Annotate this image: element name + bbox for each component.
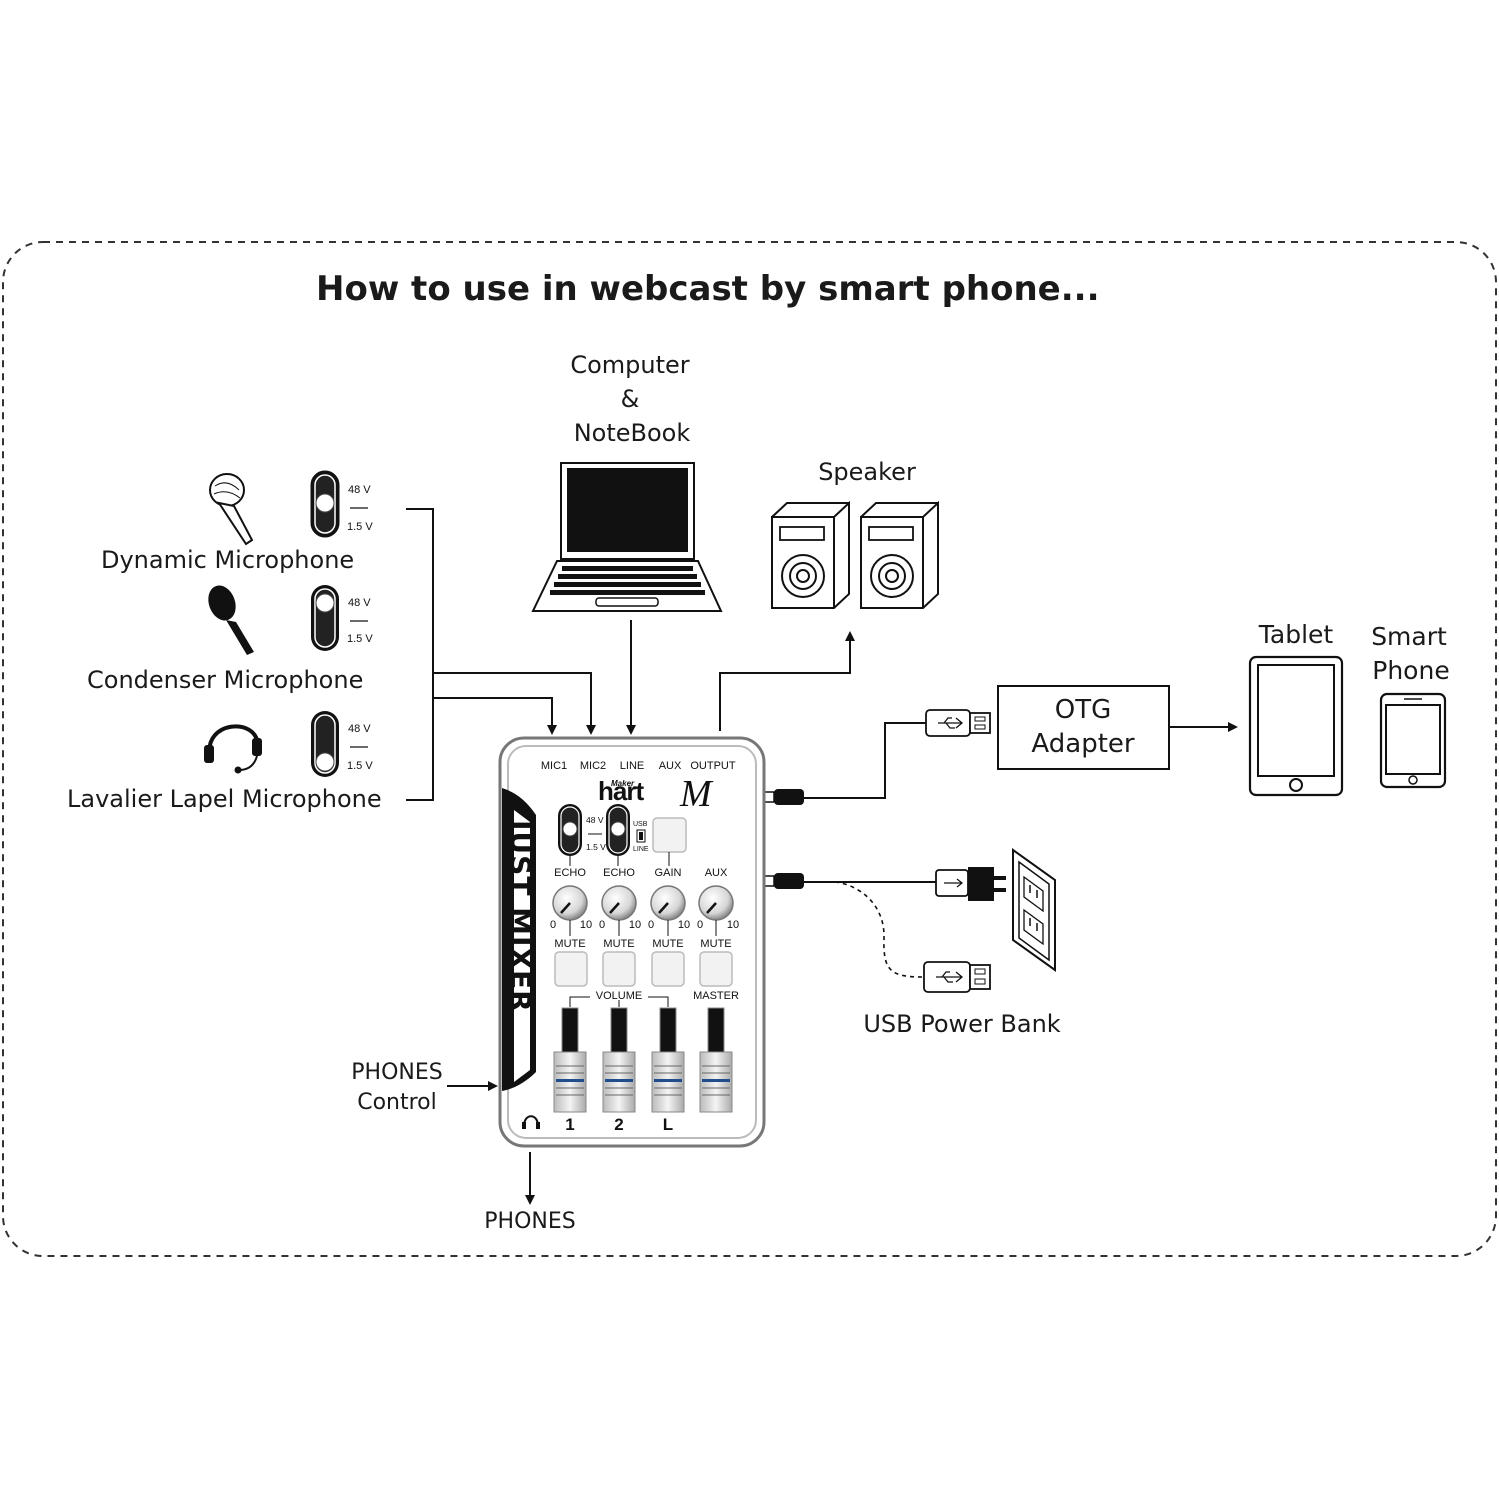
gain-knob[interactable] bbox=[650, 885, 686, 921]
volume-fader-2[interactable] bbox=[602, 1007, 636, 1113]
scale-min: 0 bbox=[648, 919, 654, 931]
dynamic-mic-label: Dynamic Microphone bbox=[101, 546, 354, 574]
mute-label-l: MUTE bbox=[652, 938, 683, 950]
channel-label-2: 2 bbox=[614, 1115, 623, 1134]
jack-label-mic2: MIC2 bbox=[580, 760, 606, 772]
switch-1-5v-label: 1.5 V bbox=[347, 633, 373, 645]
knob-label-echo-2: ECHO bbox=[603, 867, 635, 879]
tablet-label: Tablet bbox=[1258, 620, 1334, 649]
power-bank-usb-icon bbox=[923, 961, 991, 993]
scale-max: 10 bbox=[727, 919, 739, 931]
knob-scales: 0 10 0 10 0 10 0 10 bbox=[550, 919, 739, 936]
dynamic-mic-icon bbox=[209, 473, 254, 546]
mute-button-l[interactable] bbox=[651, 951, 685, 987]
knob-label-aux: AUX bbox=[705, 867, 728, 879]
smartphone-icon bbox=[1379, 692, 1447, 789]
echo-1-knob[interactable] bbox=[552, 885, 588, 921]
switch-48v-label: 48 V bbox=[348, 484, 371, 496]
mixer-side-label: JUST MIXER bbox=[504, 818, 537, 1013]
scale-max: 10 bbox=[678, 919, 690, 931]
mixer-switch-48v: 48 V bbox=[586, 815, 604, 825]
wall-adapter-icon bbox=[935, 867, 1006, 901]
smartphone-label: Smart bbox=[1371, 622, 1447, 651]
lavalier-mic-phantom-switch[interactable] bbox=[311, 711, 339, 777]
phones-control-label: PHONES bbox=[351, 1060, 442, 1085]
lavalier-mic-label: Lavalier Lapel Microphone bbox=[67, 785, 382, 813]
volume-fader-1[interactable] bbox=[553, 1007, 587, 1113]
scale-max: 10 bbox=[629, 919, 641, 931]
scale-min: 0 bbox=[599, 919, 605, 931]
otg-label: OTG bbox=[1055, 695, 1112, 725]
jack-label-output: OUTPUT bbox=[690, 760, 736, 772]
mixer-mic1-switch[interactable] bbox=[558, 804, 582, 856]
scale-min: 0 bbox=[697, 919, 703, 931]
mic-input-lines bbox=[406, 508, 596, 801]
dashed-frame bbox=[2, 241, 1497, 1257]
otg-adapter-box bbox=[997, 685, 1170, 770]
master-fader[interactable] bbox=[699, 1007, 733, 1113]
speaker-icon-left bbox=[771, 500, 850, 609]
brand-logo-letter: M bbox=[679, 773, 714, 815]
power-bank-label: USB Power Bank bbox=[863, 1010, 1060, 1038]
volume-label: VOLUME bbox=[596, 990, 642, 1002]
speaker-icon-right bbox=[860, 500, 939, 609]
output-usb-cable bbox=[763, 722, 926, 805]
switch-1-5v-label: 1.5 V bbox=[347, 521, 373, 533]
switch-1-5v-label: 1.5 V bbox=[347, 760, 373, 772]
tablet-icon bbox=[1248, 655, 1344, 797]
mute-label-1: MUTE bbox=[554, 938, 585, 950]
speaker-label: Speaker bbox=[818, 458, 916, 486]
jack-label-aux: AUX bbox=[659, 760, 682, 772]
condenser-mic-label: Condenser Microphone bbox=[87, 666, 363, 694]
mixer-switch-1-5v: 1.5 V bbox=[586, 842, 606, 852]
line-switch-label: LINE bbox=[633, 846, 649, 853]
mute-button-1[interactable] bbox=[554, 951, 588, 987]
laptop-icon bbox=[531, 462, 723, 612]
adapter-label: Adapter bbox=[1031, 729, 1134, 759]
brand-label: hart bbox=[598, 776, 644, 806]
notebook-label: NoteBook bbox=[574, 419, 691, 447]
switch-48v-label: 48 V bbox=[348, 723, 371, 735]
jack-label-line: LINE bbox=[620, 760, 644, 772]
speaker-output-line bbox=[719, 631, 855, 731]
page-title: How to use in webcast by smart phone... bbox=[316, 269, 1100, 309]
power-usb-cable bbox=[763, 873, 936, 978]
computer-label: Computer bbox=[570, 351, 689, 379]
mute-button-aux[interactable] bbox=[699, 951, 733, 987]
phones-label: PHONES bbox=[484, 1209, 575, 1234]
knob-label-echo-1: ECHO bbox=[554, 867, 586, 879]
mute-button-2[interactable] bbox=[602, 951, 636, 987]
volume-fader-l[interactable] bbox=[651, 1007, 685, 1113]
brand-small-label: Maker bbox=[611, 779, 635, 788]
knob-label-gain: GAIN bbox=[655, 867, 682, 879]
computer-ampersand: & bbox=[621, 385, 640, 413]
channel-label-l: L bbox=[663, 1115, 673, 1134]
wall-outlet-icon bbox=[1012, 848, 1056, 972]
headset-mic-icon bbox=[204, 724, 262, 774]
aux-knob[interactable] bbox=[698, 885, 734, 921]
condenser-mic-icon bbox=[208, 585, 254, 655]
usb-line-button[interactable] bbox=[652, 817, 687, 853]
usb-switch-label: USB bbox=[633, 821, 648, 828]
mixer-mic2-switch[interactable] bbox=[606, 804, 630, 856]
mute-label-2: MUTE bbox=[603, 938, 634, 950]
smartphone-label-2: Phone bbox=[1372, 656, 1449, 685]
mute-label-aux: MUTE bbox=[700, 938, 731, 950]
echo-2-knob[interactable] bbox=[601, 885, 637, 921]
switch-48v-label: 48 V bbox=[348, 597, 371, 609]
usb-plug-icon bbox=[925, 709, 991, 737]
channel-label-1: 1 bbox=[565, 1115, 574, 1134]
dynamic-mic-phantom-switch[interactable] bbox=[310, 470, 340, 538]
scale-min: 0 bbox=[550, 919, 556, 931]
jack-label-mic1: MIC1 bbox=[541, 760, 567, 772]
master-label: MASTER bbox=[693, 990, 739, 1002]
phones-control-label-2: Control bbox=[357, 1090, 437, 1115]
condenser-mic-phantom-switch[interactable] bbox=[311, 585, 339, 651]
headphone-icon bbox=[522, 1115, 540, 1129]
scale-max: 10 bbox=[580, 919, 592, 931]
